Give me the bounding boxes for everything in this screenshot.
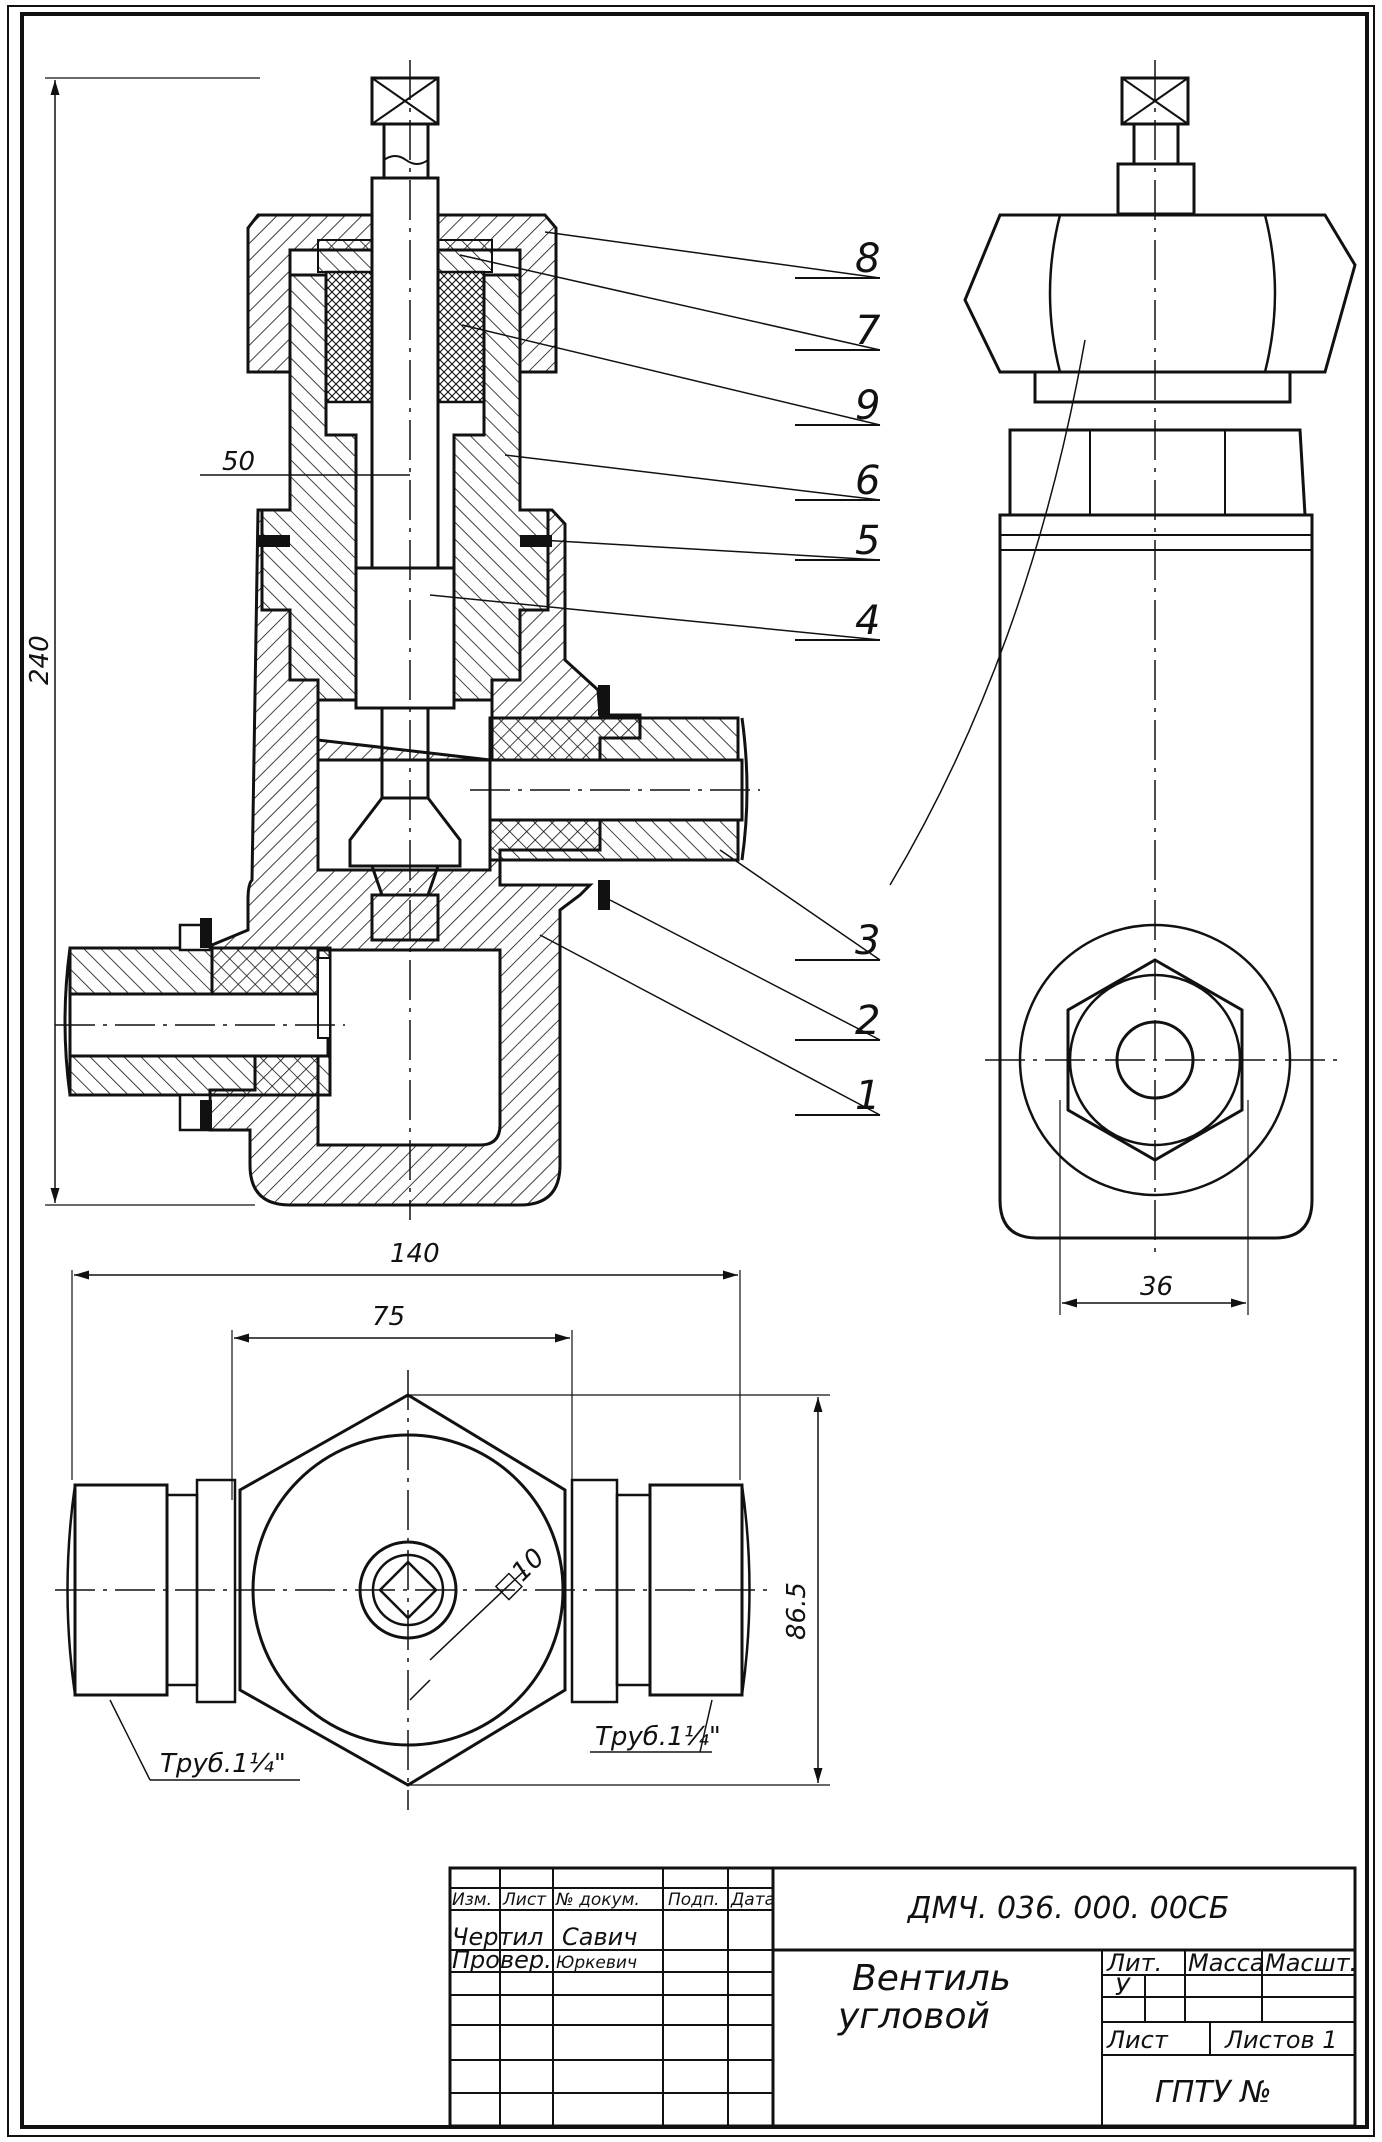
- part-label-8: 8: [855, 236, 880, 282]
- tb-header-doc-no: № докум.: [555, 1890, 640, 1910]
- tb-header-list: Лист: [502, 1890, 547, 1910]
- tb-header-date: Дата: [730, 1890, 775, 1910]
- dim-75: 75: [372, 1302, 405, 1332]
- thread-note-left: Труб.1¼": [160, 1749, 286, 1779]
- tb-drawn-label: Чертил: [452, 1923, 543, 1951]
- part-label-6: 6: [855, 458, 880, 504]
- dim-36: 36: [1140, 1272, 1173, 1302]
- tb-header-sign: Подп.: [668, 1890, 719, 1910]
- tb-document-code: ДМЧ. 036. 000. 00СБ: [906, 1891, 1229, 1926]
- tb-sheets-label: Листов 1: [1224, 2026, 1338, 2054]
- tb-checked-name: Юркевич: [556, 1953, 637, 1973]
- tb-organization: ГПТУ №: [1155, 2075, 1272, 2110]
- part-label-9: 9: [855, 383, 880, 429]
- front-section-view: 8 7 9 6 5 4 3 2 1 240 50: [25, 60, 881, 1220]
- tb-title-line1: Вентиль: [852, 1958, 1011, 1999]
- dim-overall-height: 240: [25, 635, 55, 685]
- tb-lit-value: У: [1115, 1973, 1131, 2001]
- side-view: 36: [889, 60, 1357, 1315]
- dim-86-5: 86.5: [782, 1582, 812, 1640]
- part-label-3: 3: [855, 918, 880, 964]
- part-label-1: 1: [855, 1073, 880, 1119]
- tb-checked-label: Провер.: [452, 1946, 552, 1974]
- part-label-2: 2: [855, 998, 880, 1044]
- tb-scale-label: Масшт.: [1265, 1949, 1357, 1977]
- part-label-5: 5: [855, 518, 880, 564]
- tb-sheet-label: Лист: [1106, 2026, 1169, 2054]
- dim-50: 50: [222, 447, 255, 477]
- top-view: 140 75 86.5 □10 Тр: [55, 1239, 830, 1810]
- thread-note-right: Труб.1¼": [595, 1722, 721, 1752]
- tb-header-izm: Изм.: [452, 1890, 492, 1910]
- tb-mass-label: Масса: [1188, 1949, 1265, 1977]
- tb-drawn-name: Савич: [562, 1923, 637, 1951]
- tb-lit-label: Лит.: [1106, 1949, 1162, 1977]
- part-label-7: 7: [855, 308, 881, 354]
- title-block: Изм. Лист № докум. Подп. Дата Чертил Сав…: [448, 1866, 1357, 2128]
- dim-overall-length: 140: [390, 1239, 440, 1269]
- tb-title-line2: угловой: [837, 1996, 990, 2037]
- part-label-4: 4: [855, 598, 880, 644]
